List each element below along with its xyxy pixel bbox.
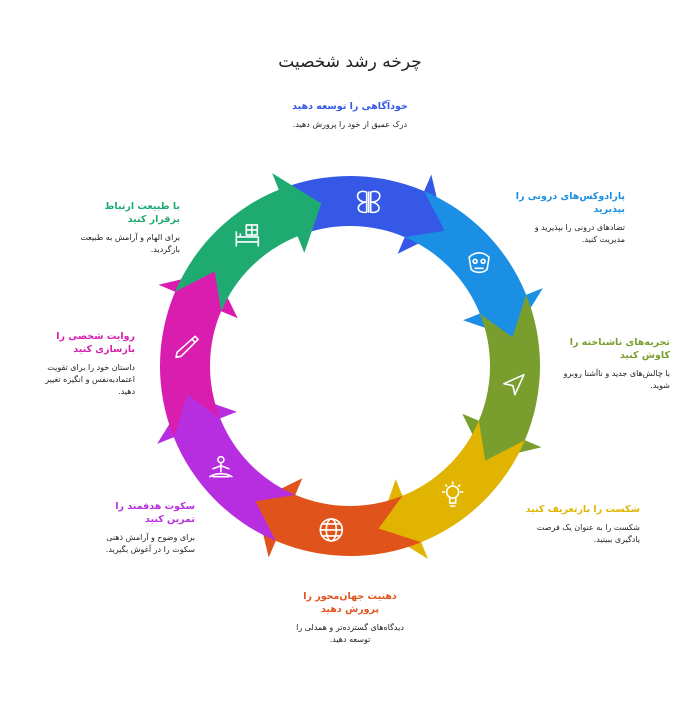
step-heading: تجربه‌های ناشناخته را کاوش کنید — [569, 337, 670, 361]
step-description: برای وضوح و آرامش ذهنی سکوت را در آغوش ب… — [105, 533, 195, 554]
step-heading: روایت شخصی را بازسازی کنید — [56, 331, 135, 355]
step-description: تضادهای درونی را بپذیرید و مدیریت کنید. — [534, 223, 625, 244]
step-description: برای الهام و آرامش به طبیعت بازگردید. — [80, 233, 180, 254]
step-description: با چالش‌های جدید و ناآشنا روبرو شوید. — [563, 369, 670, 390]
step-heading: خودآگاهی را توسعه دهید — [292, 101, 408, 112]
step-label-2: پارادوکس‌های درونی را بپذیرید تضادهای در… — [515, 190, 625, 246]
step-label-6: سکوت هدفمند را تمرین کنید برای وضوح و آر… — [95, 500, 195, 556]
step-label-5: ذهنیت جهان‌محور را پرورش دهید دیدگاه‌های… — [290, 590, 410, 646]
cycle-arrow-segment-5 — [255, 478, 422, 558]
mask-icon — [468, 252, 490, 274]
step-heading: با طبیعت ارتباط برقرار کنید — [104, 201, 180, 225]
step-heading: شکست را بازتعریف کنید — [525, 504, 640, 515]
cabin-icon — [235, 224, 260, 247]
step-heading: سکوت هدفمند را تمرین کنید — [115, 501, 195, 525]
step-label-7: روایت شخصی را بازسازی کنید داستان خود را… — [35, 330, 135, 398]
butterfly-icon — [356, 190, 381, 214]
pen-icon — [175, 335, 199, 359]
cycle-arrow-segment-4 — [378, 420, 525, 559]
step-label-3: تجربه‌های ناشناخته را کاوش کنید با چالش‌… — [555, 336, 670, 392]
cycle-arrow-segment-1 — [278, 174, 445, 254]
diagram-title: چرخه رشد شخصیت — [278, 52, 422, 72]
cycle-arrow-segment-7 — [158, 271, 238, 438]
step-description: دیدگاه‌های گسترده‌تر و همدلی را توسعه ده… — [296, 623, 404, 644]
step-description: درک عمیق از خود را پرورش دهید. — [292, 120, 408, 129]
lightbulb-icon — [441, 481, 464, 507]
step-label-4: شکست را بازتعریف کنید شکست را به عنوان ی… — [520, 503, 640, 546]
step-description: داستان خود را برای تقویت اعتماد‌به‌نفس و… — [45, 363, 135, 396]
meditation-icon — [209, 455, 233, 478]
step-heading: ذهنیت جهان‌محور را پرورش دهید — [303, 591, 397, 615]
navigation-arrow-icon — [503, 373, 525, 396]
cycle-arrow-segment-2 — [404, 191, 543, 338]
globe-icon — [319, 518, 344, 542]
step-label-8: با طبیعت ارتباط برقرار کنید برای الهام و… — [80, 200, 180, 256]
step-description: شکست را به عنوان یک فرصت یادگیری ببینید. — [536, 523, 640, 544]
step-label-1: خودآگاهی را توسعه دهید درک عمیق از خود ر… — [290, 100, 410, 131]
cycle-arrow-segment-3 — [462, 294, 542, 461]
step-heading: پارادوکس‌های درونی را بپذیرید — [515, 191, 625, 215]
